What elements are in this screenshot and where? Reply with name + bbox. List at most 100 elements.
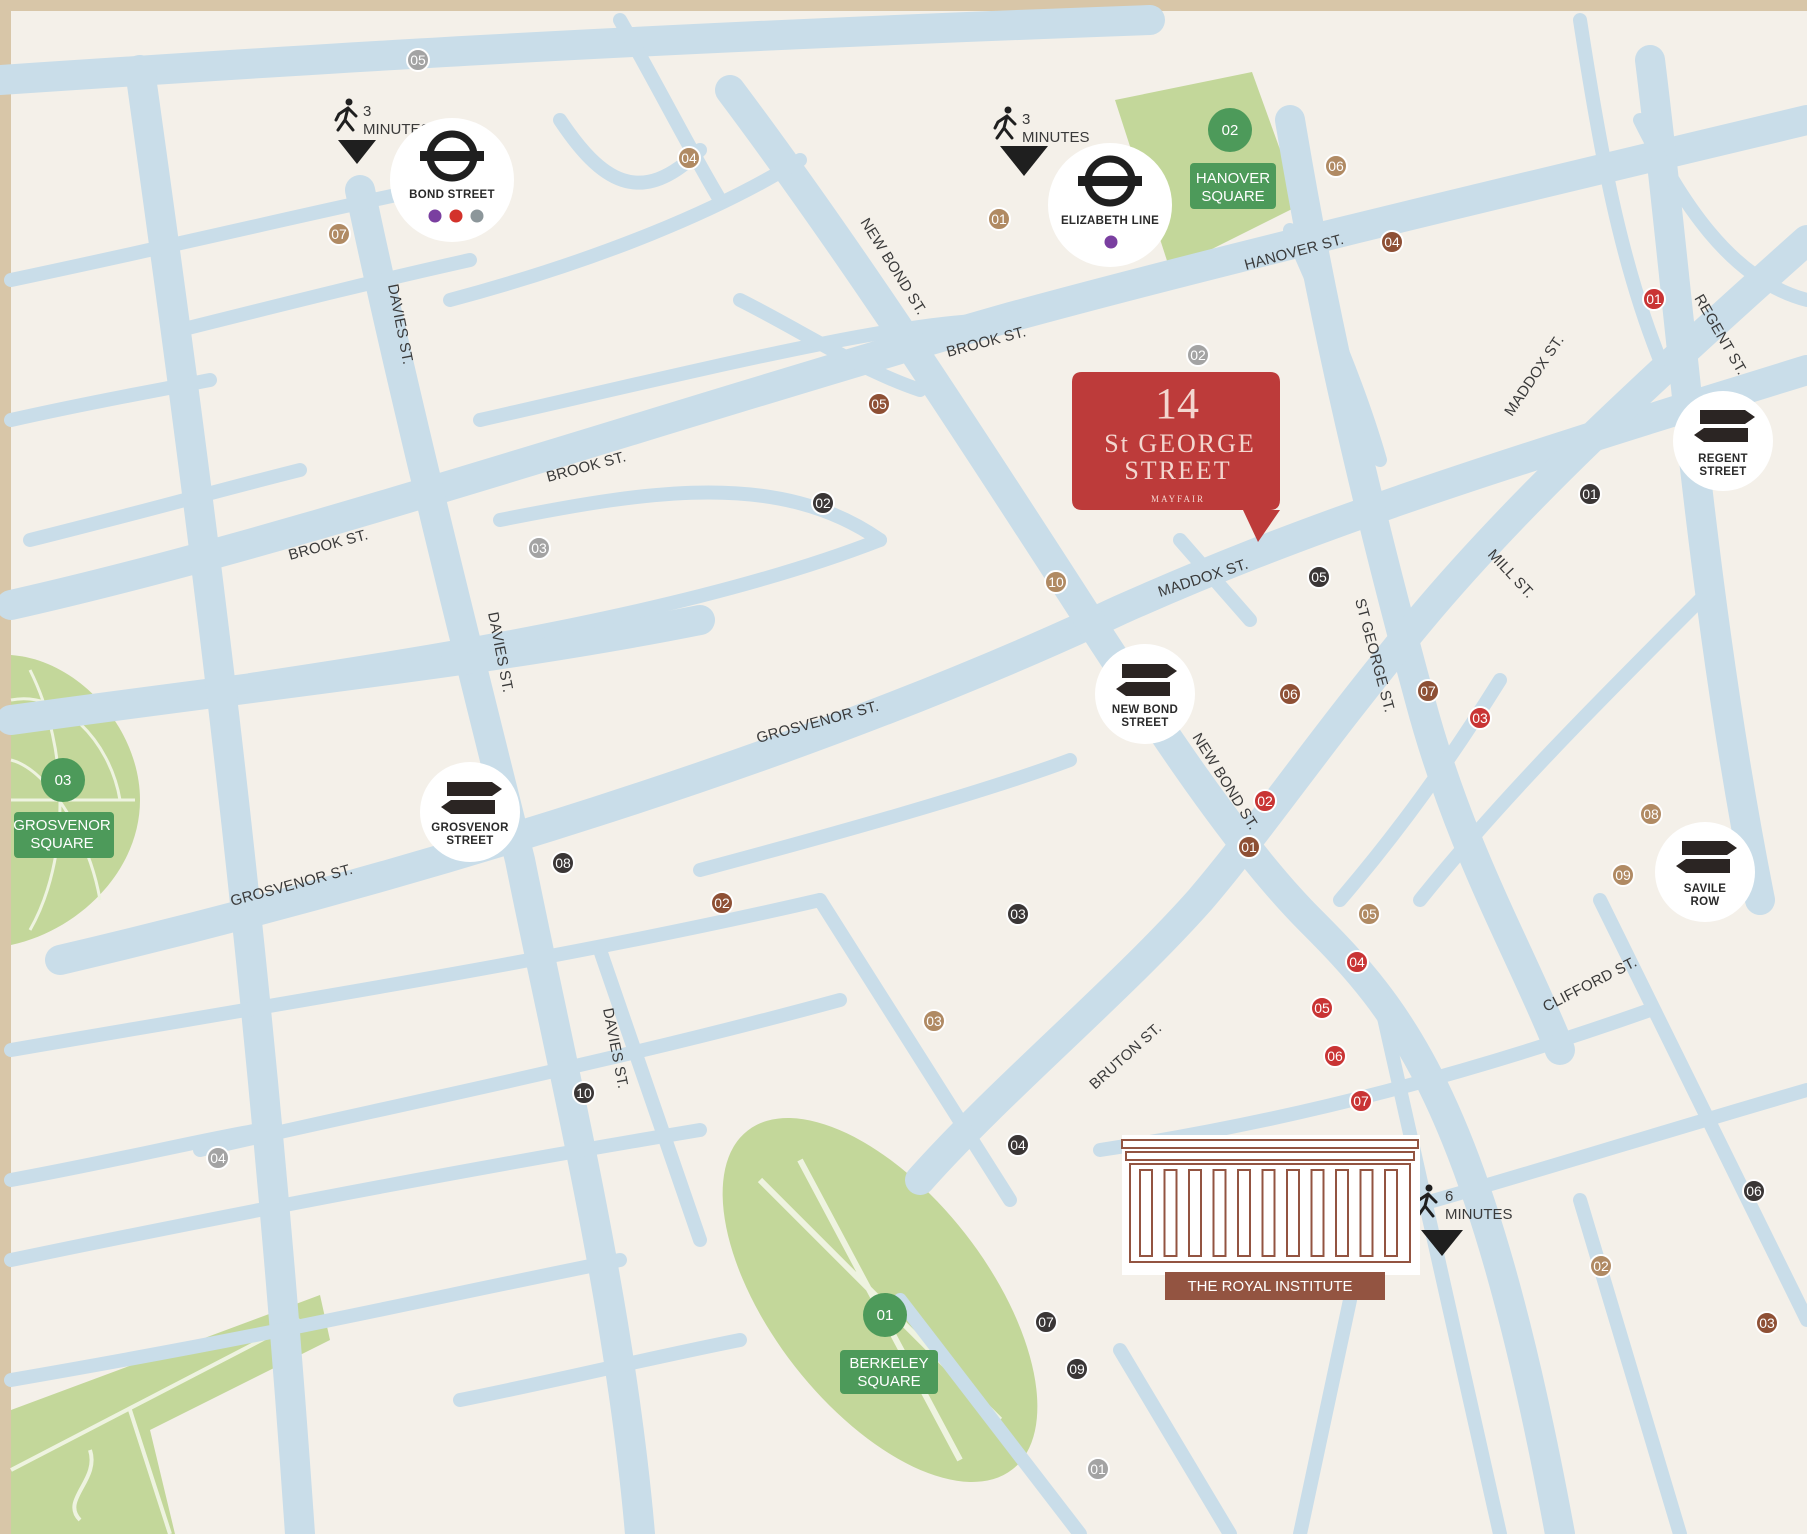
- poi-marker-dark-02[interactable]: 02: [811, 491, 835, 515]
- poi-marker-grey-01[interactable]: 01: [1086, 1457, 1110, 1481]
- poi-marker-gold-03[interactable]: 03: [922, 1009, 946, 1033]
- station-elizabeth-line[interactable]: ELIZABETH LINE: [1048, 143, 1172, 267]
- svg-text:06: 06: [1282, 686, 1298, 702]
- landmark-royal-institute[interactable]: THE ROYAL INSTITUTE: [1121, 1135, 1420, 1300]
- svg-text:03: 03: [1759, 1315, 1775, 1331]
- svg-text:6: 6: [1445, 1188, 1453, 1205]
- poi-marker-dark-05[interactable]: 05: [1307, 565, 1331, 589]
- station-new-bond-street[interactable]: NEW BOND STREET: [1095, 644, 1195, 744]
- svg-text:10: 10: [576, 1085, 592, 1101]
- svg-text:02: 02: [1593, 1258, 1609, 1274]
- poi-marker-red-02[interactable]: 02: [1253, 789, 1277, 813]
- svg-text:05: 05: [871, 396, 887, 412]
- poi-marker-gold-10[interactable]: 10: [1044, 570, 1068, 594]
- poi-marker-red-03[interactable]: 03: [1468, 706, 1492, 730]
- poi-marker-brown-04[interactable]: 04: [1380, 230, 1404, 254]
- poi-marker-gold-07[interactable]: 07: [327, 222, 351, 246]
- poi-marker-grey-03[interactable]: 03: [527, 536, 551, 560]
- poi-marker-gold-06[interactable]: 06: [1324, 154, 1348, 178]
- poi-marker-brown-02[interactable]: 02: [710, 891, 734, 915]
- park-labels: 02 HANOVER SQUARE 03 GROSVENOR SQUARE 01…: [13, 108, 1276, 1394]
- poi-marker-red-01[interactable]: 01: [1642, 287, 1666, 311]
- poi-marker-dark-04[interactable]: 04: [1006, 1133, 1030, 1157]
- poi-marker-dark-09[interactable]: 09: [1065, 1357, 1089, 1381]
- station-bond-street[interactable]: BOND STREET: [390, 118, 514, 242]
- poi-marker-gold-01[interactable]: 01: [987, 207, 1011, 231]
- svg-text:MAYFAIR: MAYFAIR: [1151, 494, 1205, 504]
- poi-marker-dark-06[interactable]: 06: [1742, 1179, 1766, 1203]
- poi-marker-brown-05[interactable]: 05: [867, 392, 891, 416]
- svg-text:MINUTES: MINUTES: [1022, 129, 1090, 146]
- svg-text:07: 07: [331, 226, 347, 242]
- svg-text:BOND STREET: BOND STREET: [409, 189, 495, 201]
- svg-text:03: 03: [1010, 906, 1026, 922]
- poi-marker-red-07[interactable]: 07: [1349, 1089, 1373, 1113]
- poi-marker-dark-10[interactable]: 10: [572, 1081, 596, 1105]
- walk-indicators: 3 MINUTES 3 MINUTES 6 MINUTES: [334, 98, 1513, 1256]
- svg-text:04: 04: [1384, 234, 1400, 250]
- green-paths: [10, 1318, 301, 1534]
- walk-pointer: [1421, 1230, 1463, 1256]
- svg-text:04: 04: [681, 150, 697, 166]
- poi-marker-dark-08[interactable]: 08: [551, 851, 575, 875]
- walker-icon: [993, 106, 1017, 140]
- poi-marker-dark-01[interactable]: 01: [1578, 482, 1602, 506]
- walk-bond-street: 3 MINUTES: [334, 98, 431, 164]
- svg-text:BERKELEY: BERKELEY: [849, 1355, 928, 1372]
- poi-marker-brown-06[interactable]: 06: [1278, 682, 1302, 706]
- underground-roundel-icon: [420, 130, 484, 182]
- poi-marker-grey-05[interactable]: 05: [406, 48, 430, 72]
- svg-text:REGENT: REGENT: [1698, 453, 1748, 465]
- svg-text:03: 03: [1472, 710, 1488, 726]
- line-dot-jubilee: [470, 209, 484, 223]
- station-savile-row[interactable]: SAVILE ROW: [1655, 822, 1755, 922]
- poi-marker-red-06[interactable]: 06: [1323, 1044, 1347, 1068]
- underground-roundel-icon: [1078, 155, 1142, 207]
- walk-royal-institute: 6 MINUTES: [1414, 1184, 1513, 1256]
- poi-marker-red-04[interactable]: 04: [1345, 950, 1369, 974]
- svg-text:06: 06: [1328, 158, 1344, 174]
- svg-text:SQUARE: SQUARE: [1201, 188, 1264, 205]
- svg-text:08: 08: [1643, 806, 1659, 822]
- svg-text:09: 09: [1615, 867, 1631, 883]
- svg-text:08: 08: [555, 855, 571, 871]
- svg-text:02: 02: [1257, 793, 1273, 809]
- hyde-park-corner-green: [11, 1295, 330, 1534]
- poi-marker-brown-07[interactable]: 07: [1416, 679, 1440, 703]
- walk-pointer: [338, 140, 376, 164]
- svg-text:02: 02: [1190, 347, 1206, 363]
- poi-marker-gold-04[interactable]: 04: [677, 146, 701, 170]
- svg-text:06: 06: [1327, 1048, 1343, 1064]
- svg-text:03: 03: [531, 540, 547, 556]
- station-grosvenor-street[interactable]: GROSVENOR STREET: [420, 762, 520, 862]
- svg-text:07: 07: [1353, 1093, 1369, 1109]
- svg-text:04: 04: [1010, 1137, 1026, 1153]
- svg-text:10: 10: [1048, 574, 1064, 590]
- svg-text:01: 01: [1241, 839, 1257, 855]
- svg-text:SQUARE: SQUARE: [30, 835, 93, 852]
- poi-marker-red-05[interactable]: 05: [1310, 996, 1334, 1020]
- poi-marker-dark-07[interactable]: 07: [1034, 1310, 1058, 1334]
- poi-marker-gold-09[interactable]: 09: [1611, 863, 1635, 887]
- svg-text:07: 07: [1420, 683, 1436, 699]
- poi-marker-gold-02[interactable]: 02: [1589, 1254, 1613, 1278]
- poi-marker-gold-08[interactable]: 08: [1639, 802, 1663, 826]
- svg-text:09: 09: [1069, 1361, 1085, 1377]
- station-regent-street[interactable]: REGENT STREET: [1673, 391, 1773, 491]
- poi-marker-brown-01[interactable]: 01: [1237, 835, 1261, 859]
- park-label-grosvenor: 03 GROSVENOR SQUARE: [13, 758, 114, 858]
- svg-text:HANOVER: HANOVER: [1196, 170, 1270, 187]
- svg-text:STREET: STREET: [446, 835, 493, 847]
- poi-marker-grey-02[interactable]: 02: [1186, 343, 1210, 367]
- svg-text:04: 04: [1349, 954, 1365, 970]
- property-marker-14-st-george-street[interactable]: 14 St GEORGE STREET MAYFAIR: [1072, 372, 1280, 542]
- svg-text:SQUARE: SQUARE: [857, 1373, 920, 1390]
- svg-text:07: 07: [1038, 1314, 1054, 1330]
- line-dot-central: [449, 209, 463, 223]
- poi-marker-brown-03[interactable]: 03: [1755, 1311, 1779, 1335]
- poi-marker-dark-03[interactable]: 03: [1006, 902, 1030, 926]
- svg-text:01: 01: [991, 211, 1007, 227]
- poi-marker-gold-05[interactable]: 05: [1357, 902, 1381, 926]
- poi-marker-grey-04[interactable]: 04: [206, 1146, 230, 1170]
